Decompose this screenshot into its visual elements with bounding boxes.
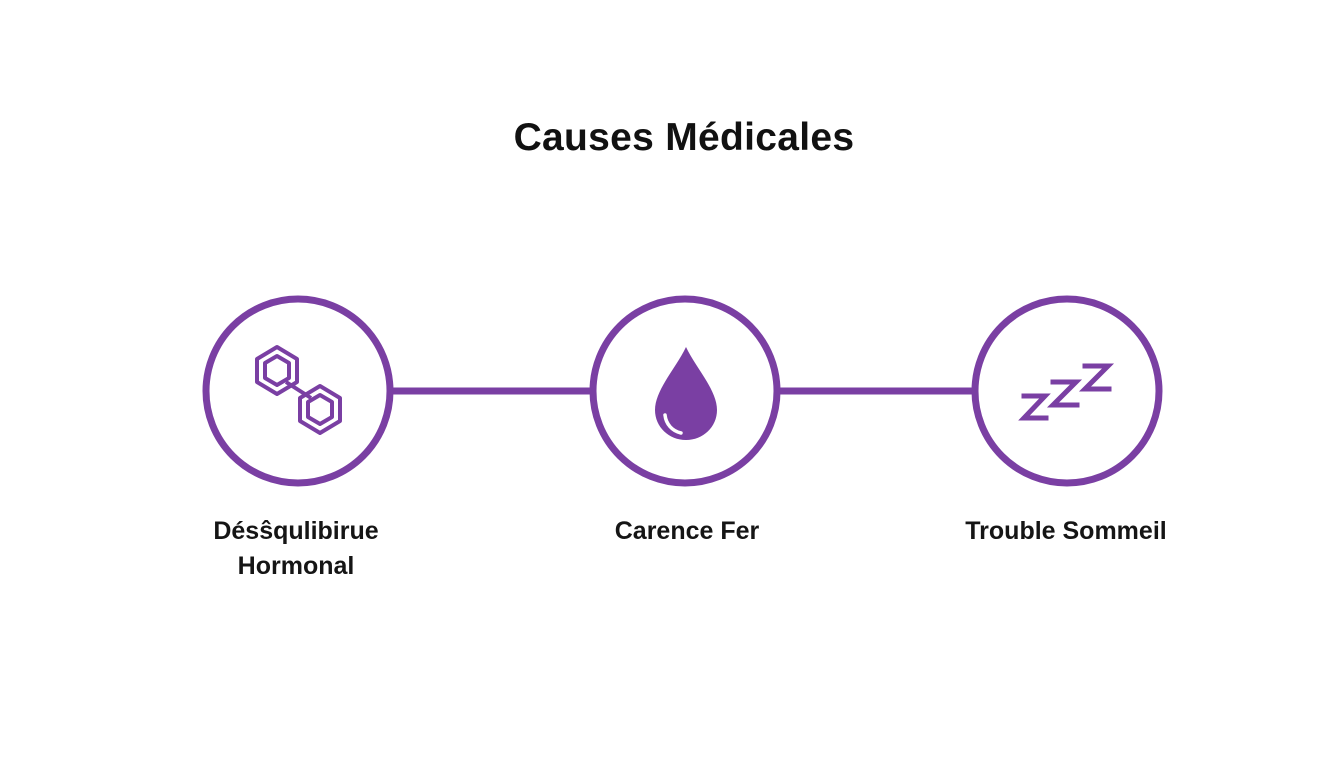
node-label-line: Hormonal [237, 552, 355, 580]
node-hormonal [202, 295, 394, 487]
molecule-icon [255, 345, 342, 435]
node-label-line: Carence Fer [614, 517, 760, 545]
sleep-zzz-icon [1018, 363, 1115, 421]
node-label-line: Trouble Sommeil [965, 517, 1167, 545]
node-label-hormonal: Désŝqulibirue Hormonal [146, 514, 446, 584]
node-iron [589, 295, 781, 487]
node-label-sleep: Trouble Sommeil [916, 514, 1216, 549]
node-label-iron: Carence Fer [537, 514, 837, 549]
page-title: Causes Médicales [513, 116, 855, 159]
node-label-line: Désŝqulibirue [213, 517, 379, 545]
blood-drop-icon [655, 347, 717, 440]
node-sleep [971, 295, 1163, 487]
